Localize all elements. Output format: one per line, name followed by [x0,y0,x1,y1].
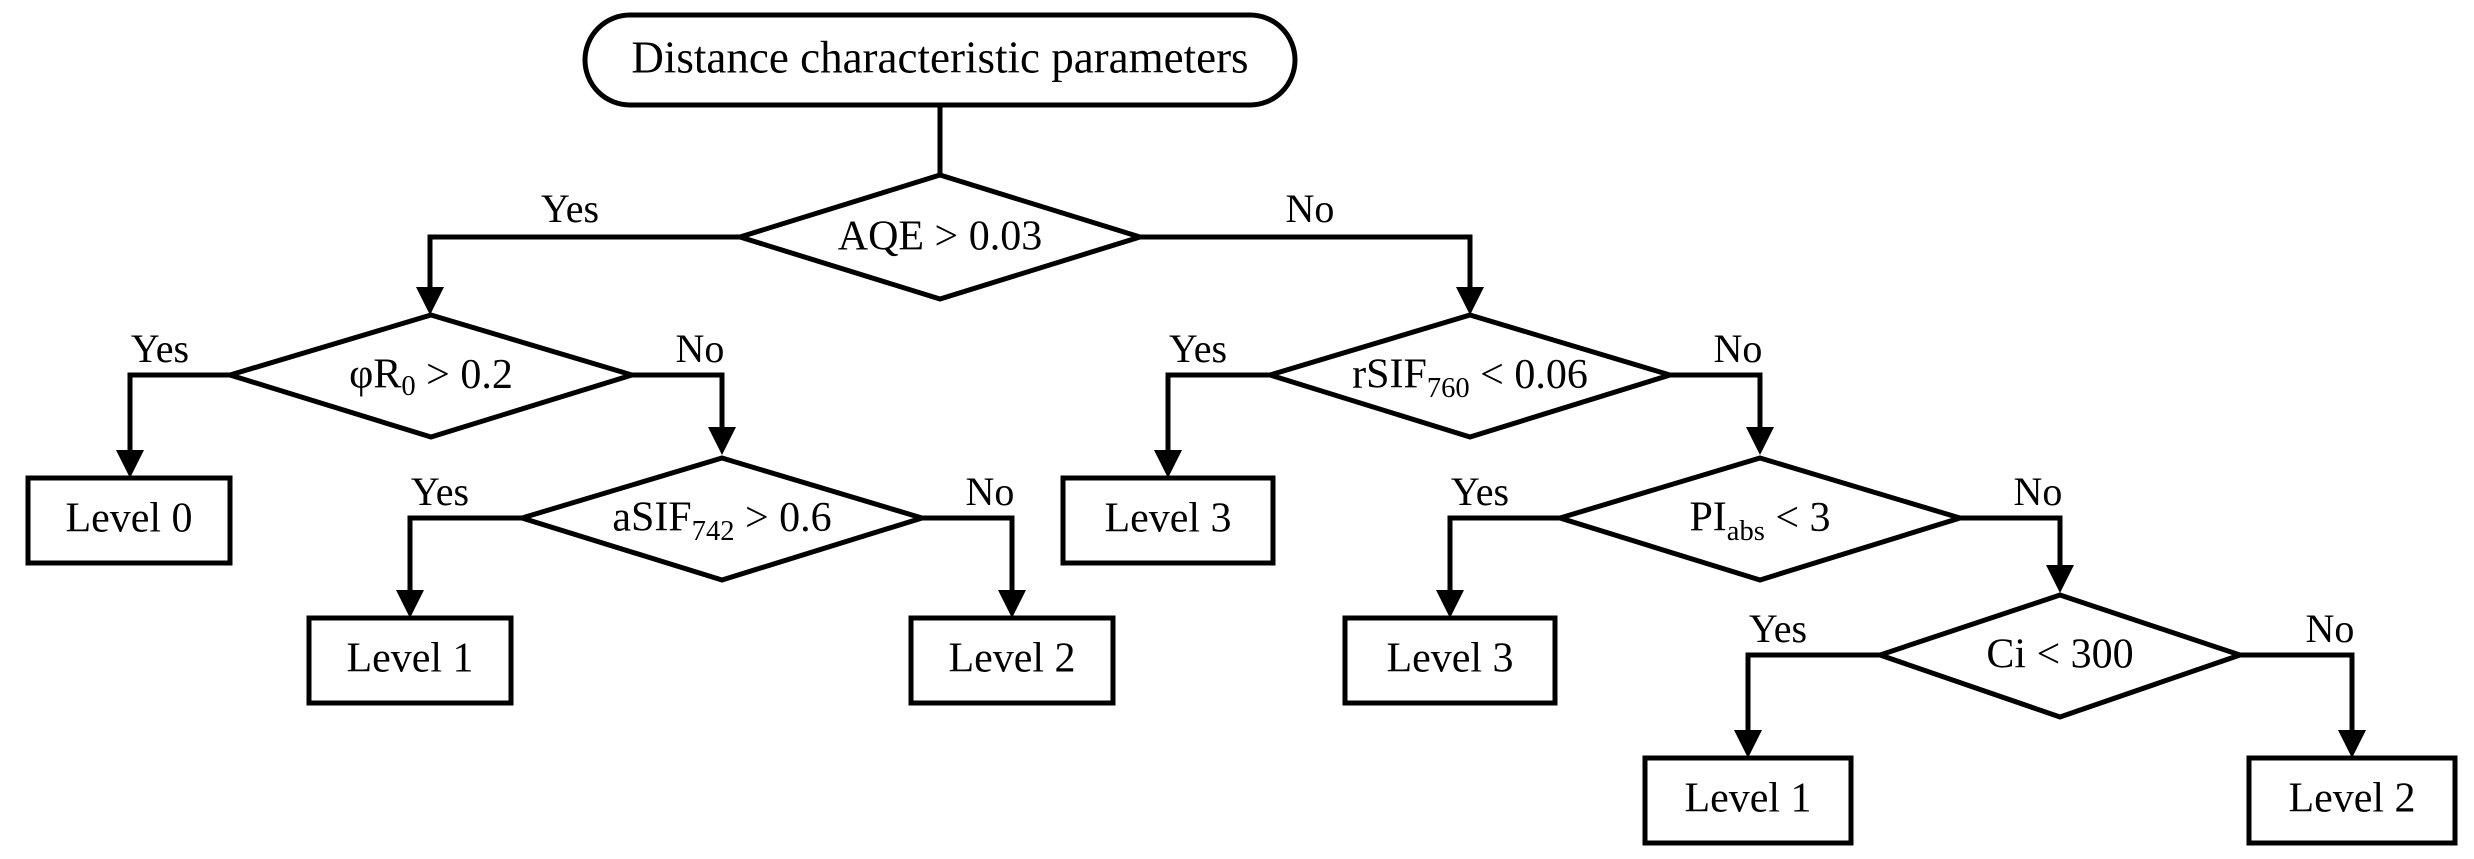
edge-ci-yes-to-level1b [1745,652,1880,735]
edge-aqe-yes-to-phir0 [427,234,740,295]
edge-label-rsif-yes: Yes [1169,326,1227,371]
edge-label-aqe-no: No [1286,186,1335,231]
connector-layer [116,105,2366,758]
aqe-label: AQE > 0.03 [838,214,1043,260]
level0-label: Level 0 [65,496,192,542]
arrowhead-piabs-yes [1436,590,1464,618]
edge-label-asif-no: No [966,469,1015,514]
edge-label-rsif-no: No [1714,326,1763,371]
node-decision-phir0[interactable]: φR0 > 0.2 [221,312,641,440]
edge-label-phir0-yes: Yes [131,326,189,371]
edge-label-phir0-no: No [676,326,725,371]
node-decision-aqe[interactable]: AQE > 0.03 [731,172,1149,302]
piabs-label: PIabs < 3 [1689,495,1830,547]
level2b-label: Level 2 [2288,776,2415,822]
edge-aqe-no-to-rsif [1140,234,1473,295]
arrowhead-phir0-no [708,427,736,455]
arrowhead-asif-no [998,590,1026,618]
rsif760-label: rSIF760 < 0.06 [1352,352,1588,404]
edge-phir0-no-to-asif [632,372,725,432]
node-outcome-level2-b[interactable]: Level 2 [2246,755,2458,846]
phir0-diamond-shape [221,312,641,440]
node-outcome-level1-a[interactable]: Level 1 [306,615,514,706]
phir0-label: φR0 > 0.2 [349,352,513,402]
level3b-box-shape [1342,615,1558,706]
ci-label: Ci < 300 [1986,632,2133,678]
node-decision-piabs[interactable]: PIabs < 3 [1551,455,1969,583]
level1b-box-shape [1642,755,1854,846]
level2a-label: Level 2 [948,636,1075,682]
edge-label-asif-yes: Yes [411,469,469,514]
node-outcome-level2-a[interactable]: Level 2 [908,615,1116,706]
level2a-box-shape [908,615,1116,706]
level1a-label: Level 1 [346,636,473,682]
node-outcome-level3-a[interactable]: Level 3 [1060,475,1276,566]
edge-label-piabs-yes: Yes [1451,469,1509,514]
edge-asif-no-to-level2 [922,515,1015,595]
arrowhead-rsif-no [1746,427,1774,455]
edge-piabs-yes-to-level3b [1447,515,1560,595]
root-shape [582,12,1298,108]
edge-rsif-no-to-piabs [1670,372,1763,432]
arrowhead-ci-yes [1734,730,1762,758]
edge-phir0-yes-to-level0 [127,372,230,455]
edge-rsif-yes-to-level3a [1165,372,1270,455]
node-outcome-level0[interactable]: Level 0 [25,475,233,566]
arrowhead-rsif-yes [1154,450,1182,478]
level2b-box-shape [2246,755,2458,846]
node-outcome-level1-b[interactable]: Level 1 [1642,755,1854,846]
level3a-box-shape [1060,475,1276,566]
node-outcome-level3-b[interactable]: Level 3 [1342,615,1558,706]
edge-label-aqe-yes: Yes [541,186,599,231]
arrowhead-piabs-no [2046,565,2074,593]
edge-label-ci-no: No [2306,606,2355,651]
edge-piabs-no-to-ci [1960,515,2063,570]
level1a-box-shape [306,615,514,706]
edge-label-piabs-no: No [2014,469,2063,514]
arrowhead-ci-no [2338,730,2366,758]
level1b-label: Level 1 [1684,776,1811,822]
level0-box-shape [25,475,233,566]
level3a-label: Level 3 [1104,496,1231,542]
rsif760-diamond-shape [1261,312,1679,440]
arrowhead-phir0-yes [116,450,144,478]
piabs-diamond-shape [1551,455,1969,583]
edge-label-ci-yes: Yes [1749,606,1807,651]
arrowhead-aqe-no [1456,287,1484,315]
edge-ci-no-to-level2b [2240,652,2355,735]
ci-diamond-shape [1872,592,2248,720]
level3b-label: Level 3 [1386,636,1513,682]
arrowhead-aqe-yes [416,287,444,315]
arrowhead-asif-yes [396,590,424,618]
node-decision-rsif760[interactable]: rSIF760 < 0.06 [1261,312,1679,440]
node-root[interactable]: Distance characteristic parameters [582,12,1298,108]
node-decision-ci[interactable]: Ci < 300 [1872,592,2248,720]
node-decision-asif742[interactable]: aSIF742 > 0.6 [513,455,931,583]
aqe-diamond-shape [731,172,1149,302]
edge-asif-yes-to-level1 [407,515,522,595]
root-label: Distance characteristic parameters [631,32,1248,82]
asif742-diamond-shape [513,455,931,583]
